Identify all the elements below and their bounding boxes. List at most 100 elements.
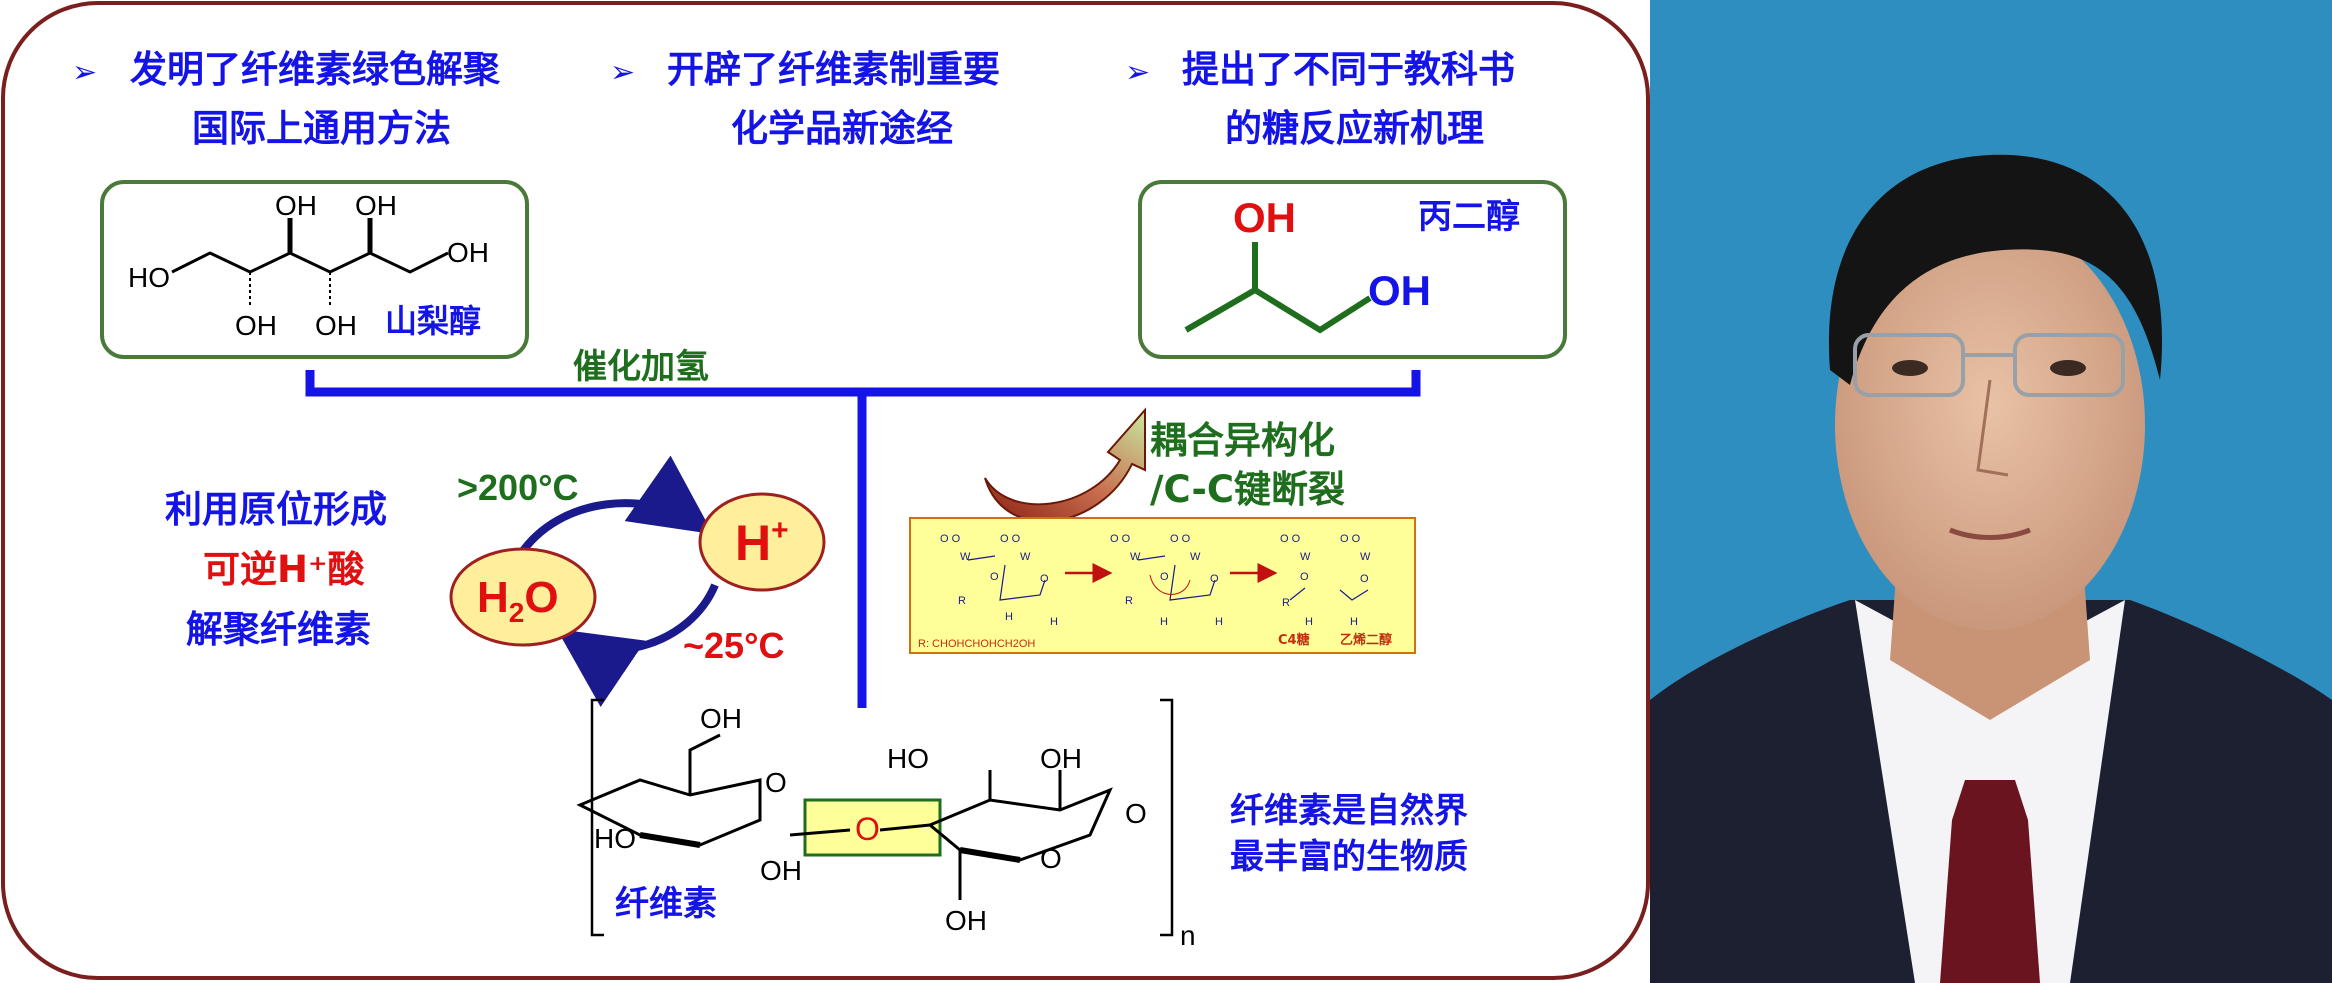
svg-text:O: O [1300,571,1309,583]
highlight-1-line2: 国际上通用方法 [192,107,451,150]
cellulose-ring-o-left: O [765,767,787,798]
svg-text:O O: O O [1000,533,1021,545]
glycosidic-o: O [855,811,880,847]
cellulose-oh-top-right: OH [1040,743,1082,774]
hydrogenation-bracket: 催化加氢 [305,347,1421,708]
sorbitol-name: 山梨醇 [385,302,481,340]
hot-temp-label: >200°C [457,467,578,508]
cold-temp-label: ~25°C [683,625,784,666]
propanediol-box: OH OH 丙二醇 [1138,180,1567,359]
bullet-arrow-icon: ➢ [610,55,635,90]
cellulose-note-line-1: 纤维素是自然界 [1230,791,1468,831]
svg-text:O: O [1040,573,1049,585]
portrait-hair [1828,154,2163,385]
svg-text:H: H [1005,611,1013,623]
cellulose-oh-bottom-right: OH [945,905,987,936]
cellulose-ho-left: HO [594,823,636,854]
water-ellipse [449,547,597,647]
mechanism-scheme: W W O O O O O O R H H W W O O O O O O R H H W W O O… [909,517,1416,654]
svg-text:O O: O O [940,533,961,545]
svg-text:R: R [1125,595,1133,607]
polymer-bracket-right [1160,698,1174,937]
cellulose-oh-top-left: OH [700,703,742,734]
svg-text:O: O [1210,573,1219,585]
insitu-acid-text: 利用原位形成 可逆H⁺酸 解聚纤维素 [165,488,387,651]
portrait-glasses [1853,333,2125,397]
insitu-line-1: 利用原位形成 [165,488,387,531]
cellulose-ring-o-right: O [1040,843,1062,874]
mechanism-c4-label: C4糖 [1278,632,1310,648]
polymer-bracket-left [590,698,604,937]
svg-text:H: H [1215,616,1223,628]
cycle-arrow-cold [556,583,719,707]
insitu-line-2: 可逆H⁺酸 [203,548,365,591]
highlight-1-line1: 发明了纤维素绿色解聚 [130,48,501,91]
svg-text:H: H [1160,616,1168,628]
svg-text:H: H [1350,616,1358,628]
portrait-photo [1650,0,2332,983]
sorbitol-ho: HO [128,262,170,293]
coupling-section: 耦合异构化 /C-C键断裂 [984,407,1345,523]
sorbitol-box: HO OH OH OH OH OH 山梨醇 [100,180,529,359]
sorbitol-oh-2: OH [355,190,397,221]
coupling-line-2: /C-C键断裂 [1150,468,1345,511]
polymer-subscript-n: n [1180,920,1196,951]
cellulose-oh-bottom-left: OH [760,855,802,886]
sorbitol-oh-3: OH [447,237,489,268]
svg-text:H: H [1050,616,1058,628]
sorbitol-skeleton [171,251,449,274]
cellulose-name: 纤维素 [615,884,717,924]
mechanism-glycol-label: 乙烯二醇 [1340,632,1392,648]
svg-text:O: O [1160,571,1169,583]
cellulose-ho-top-right: HO [887,743,929,774]
sorbitol-oh-1: OH [275,190,317,221]
insitu-line-3: 解聚纤维素 [186,608,371,651]
propanediol-name: 丙二醇 [1418,197,1520,237]
water-acid-cycle: H2O H+ >200°C ~25°C [449,455,826,707]
svg-text:O O: O O [1280,533,1301,545]
cycle-arrow-hot [516,455,714,558]
svg-text:W: W [1360,551,1371,563]
svg-text:O O: O O [1340,533,1361,545]
highlight-2: ➢ 开辟了纤维素制重要 化学品新途经 [610,48,1000,150]
svg-text:O: O [1360,573,1369,585]
acid-ellipse [698,492,826,592]
propanediol-skeleton [1184,242,1372,334]
sorbitol-oh-4: OH [235,310,277,341]
svg-text:W: W [960,551,971,563]
mechanism-motif-1: W W O O O O O O R H H [940,533,1058,628]
highlight-3-line2: 的糖反应新机理 [1225,107,1484,150]
bullet-arrow-icon: ➢ [1125,55,1150,90]
svg-text:W: W [1130,551,1141,563]
cellulose-structure: n OH O HO OH O HO OH O O OH 纤维素 [576,698,1196,951]
highlight-2-line2: 化学品新途经 [731,107,953,150]
cellulose-end-o: O [1125,798,1147,829]
portrait-face [1835,220,2145,630]
mechanism-motif-2: W W O O O O O O R H H [1110,533,1223,628]
mechanism-legend: R: CHOHCHOHCH2OH [918,638,1035,650]
portrait-tie [1940,780,2040,983]
catalytic-hydrogenation-label: 催化加氢 [573,347,709,387]
svg-text:R: R [958,595,966,607]
svg-text:R: R [1282,597,1290,609]
bullet-arrow-icon: ➢ [72,55,97,90]
svg-text:O O: O O [1110,533,1131,545]
propanediol-oh-blue: OH [1368,267,1431,314]
svg-text:O O: O O [1170,533,1191,545]
highlight-3: ➢ 提出了不同于教科书 的糖反应新机理 [1125,48,1515,150]
sorbitol-oh-5: OH [315,310,357,341]
cellulose-note: 纤维素是自然界 最丰富的生物质 [1230,791,1468,877]
propanediol-oh-red: OH [1233,194,1296,241]
mechanism-motif-3: W W O O O O O O R H H [1280,533,1371,628]
svg-text:W: W [1190,551,1201,563]
svg-text:W: W [1020,551,1031,563]
highlight-1: ➢ 发明了纤维素绿色解聚 国际上通用方法 [72,48,501,150]
svg-text:O: O [990,571,999,583]
svg-text:H: H [1305,616,1313,628]
highlight-3-line1: 提出了不同于教科书 [1182,48,1515,91]
water-label: H2O [477,573,559,628]
svg-text:W: W [1300,551,1311,563]
coupling-line-1: 耦合异构化 [1150,419,1335,462]
highlight-2-line1: 开辟了纤维素制重要 [667,48,1000,91]
